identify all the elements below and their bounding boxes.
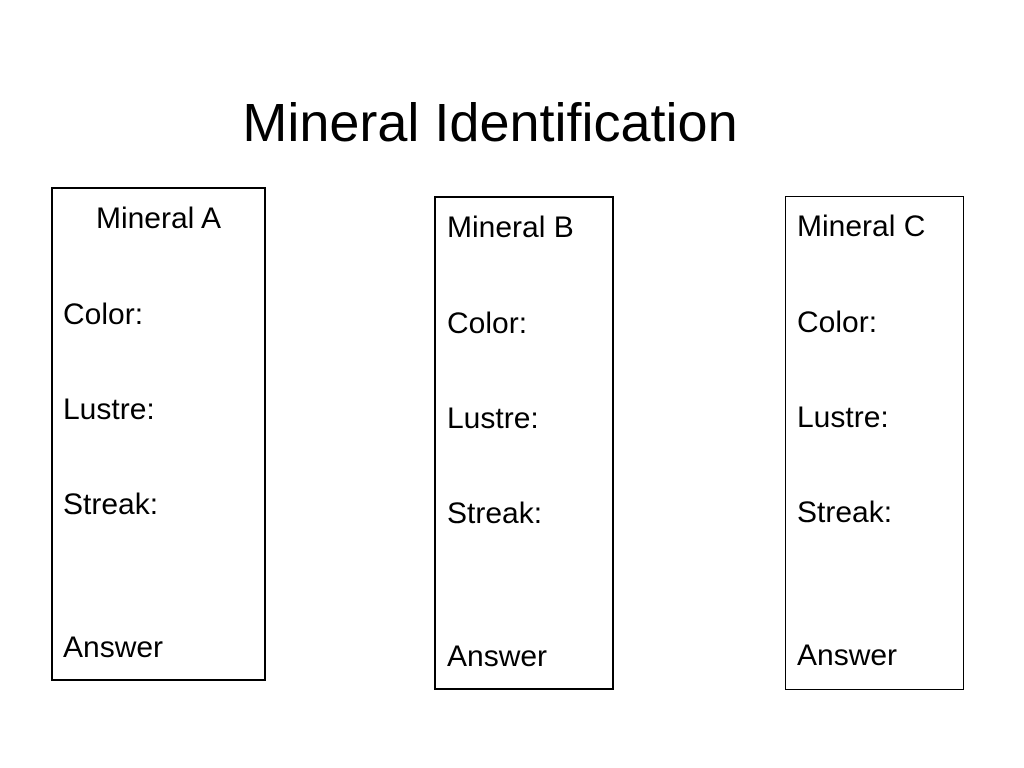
mineral-b-streak-label: Streak:: [447, 497, 543, 530]
mineral-b-color-label: Color:: [447, 307, 528, 340]
mineral-c-answer-label: Answer: [797, 639, 898, 672]
mineral-b-lustre-label: Lustre:: [447, 402, 539, 435]
mineral-b-heading: Mineral B: [447, 211, 574, 244]
mineral-c-heading: Mineral C: [797, 210, 926, 243]
mineral-a-heading: Mineral A: [95, 202, 222, 235]
slide-title: Mineral Identification: [242, 93, 738, 154]
mineral-a-lustre-label: Lustre:: [63, 393, 155, 426]
mineral-c-color-label: Color:: [797, 306, 878, 339]
mineral-b-answer-label: Answer: [447, 640, 548, 673]
mineral-c-lustre-label: Lustre:: [797, 401, 889, 434]
mineral-a-card: Mineral A Color: Lustre: Streak: Answer: [51, 187, 266, 681]
mineral-a-streak-label: Streak:: [63, 488, 159, 521]
mineral-a-color-label: Color:: [63, 298, 144, 331]
mineral-b-card: Mineral B Color: Lustre: Streak: Answer: [434, 196, 614, 690]
mineral-c-streak-label: Streak:: [797, 496, 893, 529]
mineral-c-card: Mineral C Color: Lustre: Streak: Answer: [785, 196, 964, 690]
mineral-a-answer-label: Answer: [63, 631, 164, 664]
